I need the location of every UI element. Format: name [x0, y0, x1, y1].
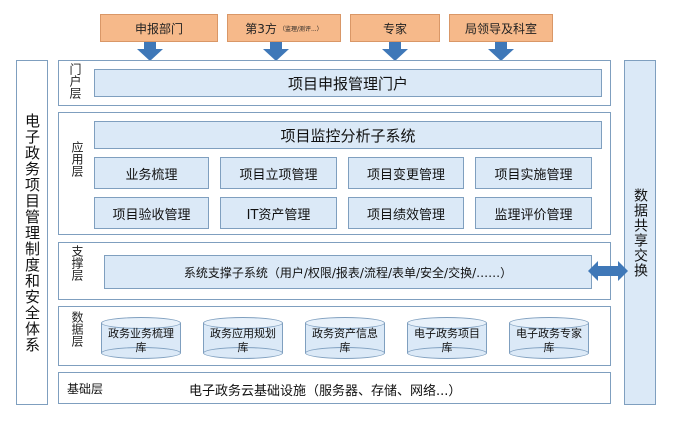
support-layer: 支撑层 系统支撑子系统（用户/权限/报表/流程/表单/安全/交换/……）	[58, 242, 611, 300]
actor-applicant-dept: 申报部门	[100, 14, 218, 42]
actor-leadership: 局领导及科室	[449, 14, 553, 42]
database-label: 政务业务梳理库	[108, 327, 174, 354]
database-label: 政务应用规划库	[210, 327, 276, 354]
layer-label: 基础层	[67, 382, 104, 396]
layer-label: 数据层	[70, 311, 84, 347]
actor-label: 申报部门	[134, 21, 183, 36]
data-exchange-sidebar: 数据共享交换	[624, 60, 656, 405]
module-box: 项目实施管理	[475, 157, 592, 189]
module-box: 项目绩效管理	[348, 197, 464, 229]
database-icon: 电子政务专家库	[509, 317, 589, 359]
base-layer: 基础层 电子政务云基础设施（服务器、存储、网络...）	[58, 372, 611, 404]
actor-experts: 专家	[350, 14, 440, 42]
monitoring-subsystem-box: 项目监控分析子系统	[94, 121, 602, 149]
module-box: 业务梳理	[94, 157, 209, 189]
actor-sublabel: （监理/测评...）	[278, 25, 323, 33]
support-subsystem-box: 系统支撑子系统（用户/权限/报表/流程/表单/安全/交换/……）	[104, 255, 592, 289]
down-arrow-icon	[488, 42, 514, 61]
portal-layer: 门户层 项目申报管理门户	[58, 60, 611, 106]
layer-label: 支撑层	[70, 245, 84, 281]
management-security-sidebar: 电子政务项目管理制度和安全体系	[16, 60, 48, 405]
database-icon: 政务业务梳理库	[101, 317, 181, 359]
module-box: IT资产管理	[220, 197, 337, 229]
base-infrastructure-text: 电子政务云基础设施（服务器、存储、网络...）	[189, 384, 462, 399]
sidebar-label: 数据共享交换	[632, 187, 648, 278]
database-icon: 电子政务项目库	[407, 317, 487, 359]
database-icon: 政务资产信息库	[305, 317, 385, 359]
database-label: 政务资产信息库	[312, 327, 378, 354]
module-box: 项目验收管理	[94, 197, 209, 229]
layer-label: 应用层	[70, 141, 84, 177]
down-arrow-icon	[263, 42, 289, 61]
down-arrow-icon	[137, 42, 163, 61]
data-layer: 数据层 政务业务梳理库 政务应用规划库 政务资产信息库 电子政务项目库 电子政务…	[58, 306, 611, 366]
actor-label: 专家	[382, 21, 407, 36]
module-box: 项目变更管理	[348, 157, 464, 189]
database-icon: 政务应用规划库	[203, 317, 283, 359]
down-arrow-icon	[382, 42, 408, 61]
module-box: 项目立项管理	[220, 157, 337, 189]
double-arrow-icon	[588, 261, 628, 281]
actor-label: 第3方	[245, 21, 277, 36]
database-label: 电子政务项目库	[414, 327, 480, 354]
application-layer: 应用层 项目监控分析子系统 业务梳理 项目立项管理 项目变更管理 项目实施管理 …	[58, 112, 611, 235]
layer-label: 门户层	[68, 63, 82, 99]
database-label: 电子政务专家库	[516, 327, 582, 354]
portal-box: 项目申报管理门户	[94, 69, 602, 97]
sidebar-label: 电子政务项目管理制度和安全体系	[23, 112, 41, 353]
actor-label: 局领导及科室	[464, 21, 537, 36]
actor-third-party: 第3方（监理/测评...）	[227, 14, 341, 42]
module-box: 监理评价管理	[475, 197, 592, 229]
